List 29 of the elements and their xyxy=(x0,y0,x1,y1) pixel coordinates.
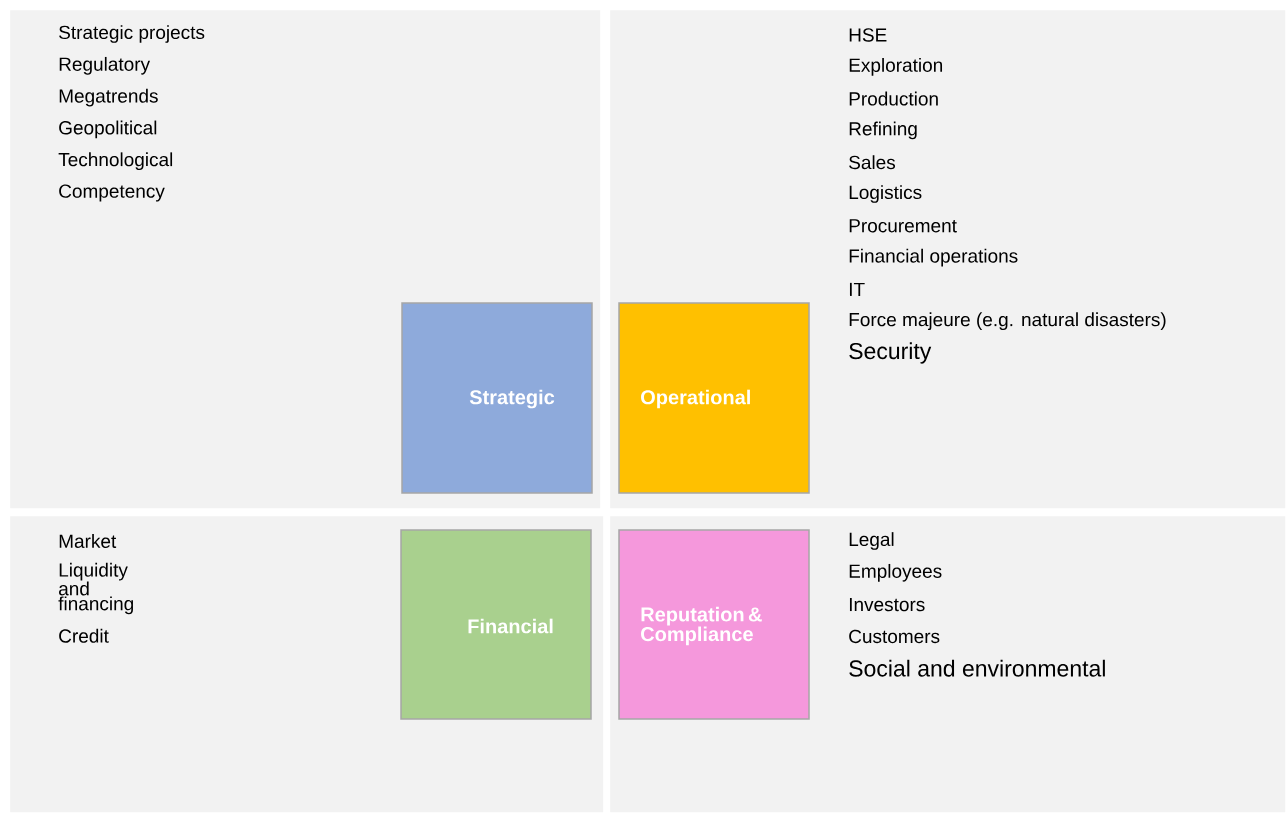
list-item: Investors xyxy=(849,598,925,612)
list-item: Megatrends xyxy=(59,88,158,107)
list-item: Sales xyxy=(849,155,896,170)
list-item: Market xyxy=(59,534,117,548)
category-box: Financial xyxy=(400,529,592,720)
list-item: Regulatory xyxy=(59,56,150,75)
list-item: Technological xyxy=(58,152,173,171)
list-item: Competency xyxy=(59,184,165,202)
list-item: Financial operations xyxy=(849,248,1018,267)
list-item: Legal xyxy=(849,532,894,550)
list-item: Logistics xyxy=(849,185,922,203)
list-item: Customers xyxy=(849,629,940,644)
list-item: Employees xyxy=(849,563,942,582)
list-item: Production xyxy=(849,91,938,106)
category-box: Operational xyxy=(618,302,810,494)
list-item: Geopolitical xyxy=(59,120,157,139)
list-item: IT xyxy=(849,282,865,296)
list-item: Liquidity and financing xyxy=(58,562,133,615)
list-item: HSE xyxy=(849,28,887,42)
list-item: Credit xyxy=(59,628,109,643)
list-item: Security xyxy=(849,342,932,364)
list-item: Procurement xyxy=(849,219,957,233)
category-box: Strategic xyxy=(401,302,593,494)
list-item: Force majeure (e.g. natural disasters) xyxy=(849,312,1166,331)
list-item: Refining xyxy=(849,121,917,140)
list-item: Exploration xyxy=(849,57,942,76)
list-item: Strategic projects xyxy=(59,25,205,43)
category-box: Reputation & Compliance xyxy=(618,529,810,720)
list-item: Social and environmental xyxy=(849,659,1105,677)
